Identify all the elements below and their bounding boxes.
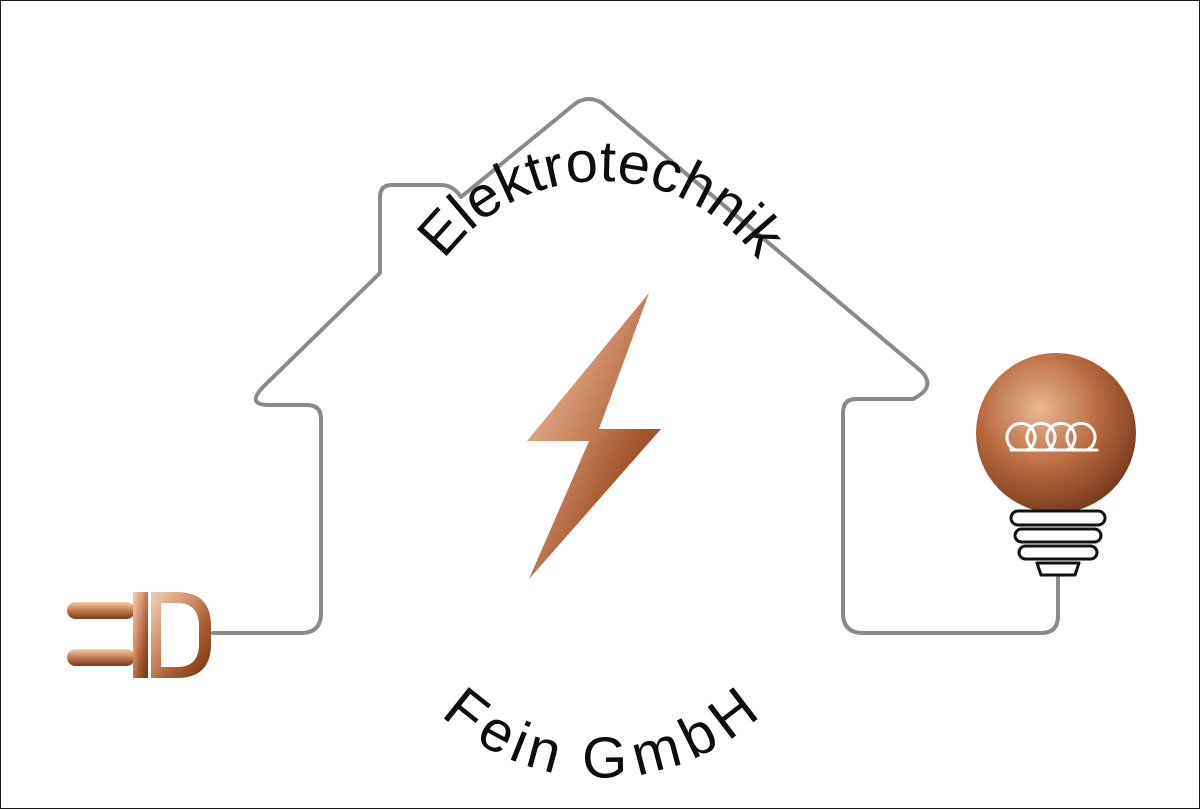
company-name-line1: Elektrotechnik [405, 129, 799, 269]
company-name-line2: Fein GmbH [432, 675, 769, 791]
house-outline-icon [211, 97, 1060, 635]
plug-icon [67, 592, 211, 678]
lightning-bolt-icon [527, 293, 661, 579]
light-bulb-icon [976, 353, 1136, 577]
